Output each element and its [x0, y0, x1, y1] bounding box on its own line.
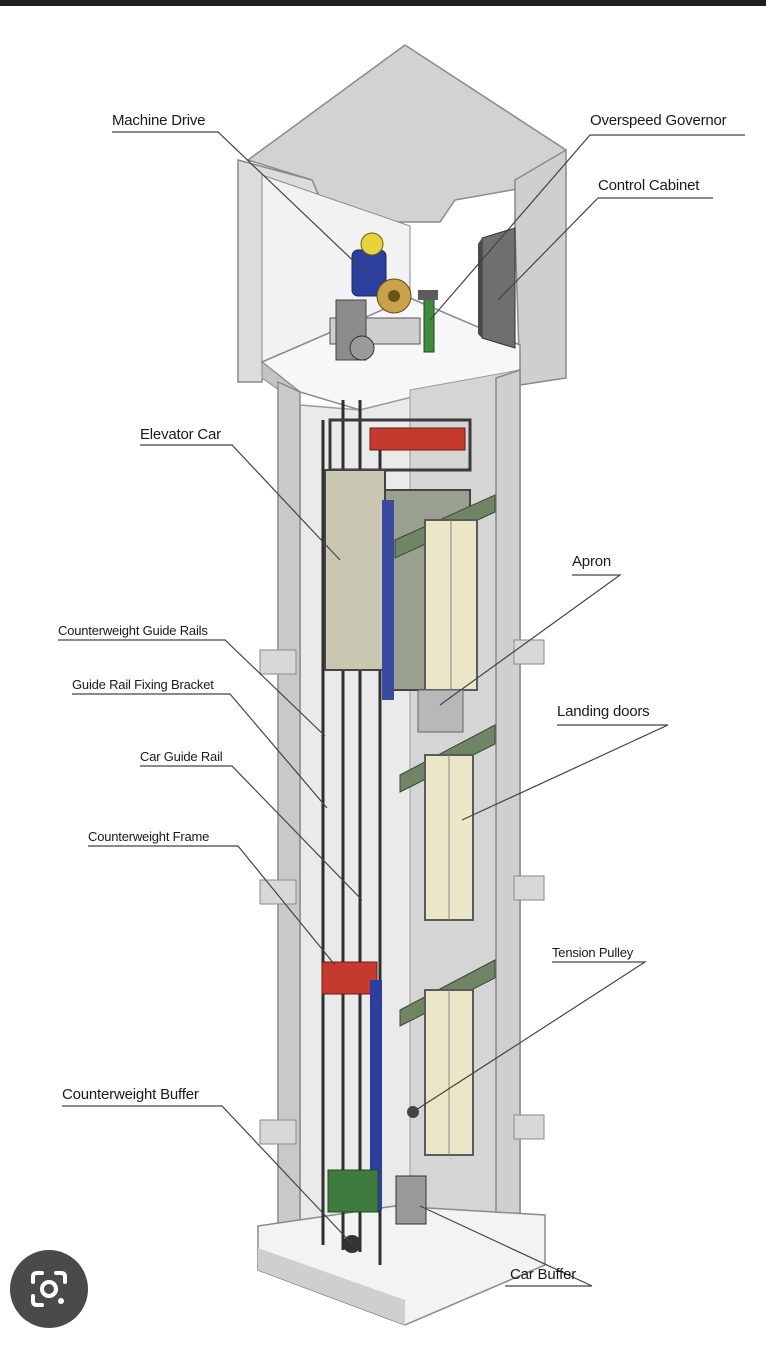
leader-car-guide-rail	[140, 765, 363, 901]
tension-pulley	[407, 1106, 419, 1118]
landing-door-middle	[399, 724, 496, 921]
leader-elevator-car	[140, 444, 341, 561]
label-car-guide-rail: Car Guide Rail	[140, 749, 223, 764]
landing-door-bottom	[399, 959, 496, 1156]
label-elevator-car: Elevator Car	[140, 426, 221, 443]
leader-car-buffer	[419, 1205, 593, 1287]
leader-counterweight-frame	[88, 845, 336, 966]
label-apron: Apron	[572, 553, 612, 570]
label-counterweight-guide-rails: Counterweight Guide Rails	[58, 623, 208, 638]
shaft-right-column	[495, 368, 521, 1233]
label-counterweight-frame: Counterweight Frame	[88, 829, 210, 844]
leader-control-cabinet	[497, 197, 713, 301]
label-counterweight-buffer: Counterweight Buffer	[62, 1086, 199, 1103]
shaft-left-column	[277, 380, 301, 1237]
leader-machine-drive	[112, 131, 366, 273]
label-tension-pulley: Tension Pulley	[552, 945, 634, 960]
machine-drive	[329, 232, 421, 361]
leader-guide-rail-fixing-bracket	[72, 693, 328, 809]
label-overspeed-governor: Overspeed Governor	[590, 112, 727, 129]
label-control-cabinet: Control Cabinet	[598, 177, 700, 194]
leader-apron	[439, 574, 622, 706]
label-car-buffer: Car Buffer	[510, 1266, 577, 1283]
leader-tension-pulley	[415, 961, 648, 1111]
label-landing-doors: Landing doors	[557, 703, 650, 720]
lens-search-button[interactable]	[10, 1250, 88, 1328]
label-guide-rail-fixing-bracket: Guide Rail Fixing Bracket	[72, 677, 214, 692]
car-buffer	[395, 1175, 427, 1225]
leader-counterweight-guide-rails	[58, 639, 326, 737]
counterweight-frame	[321, 961, 382, 1213]
top-status-bar	[0, 0, 766, 6]
leader-counterweight-buffer	[62, 1105, 353, 1245]
lens-search-icon	[31, 1271, 67, 1307]
landing-door-top	[394, 494, 496, 691]
apron-plate	[417, 689, 464, 733]
label-machine-drive: Machine Drive	[112, 112, 206, 129]
leader-landing-doors	[461, 724, 669, 821]
leader-overspeed-governor	[429, 134, 745, 321]
overspeed-governor	[418, 290, 438, 353]
machine-room-right-wall	[514, 148, 567, 386]
